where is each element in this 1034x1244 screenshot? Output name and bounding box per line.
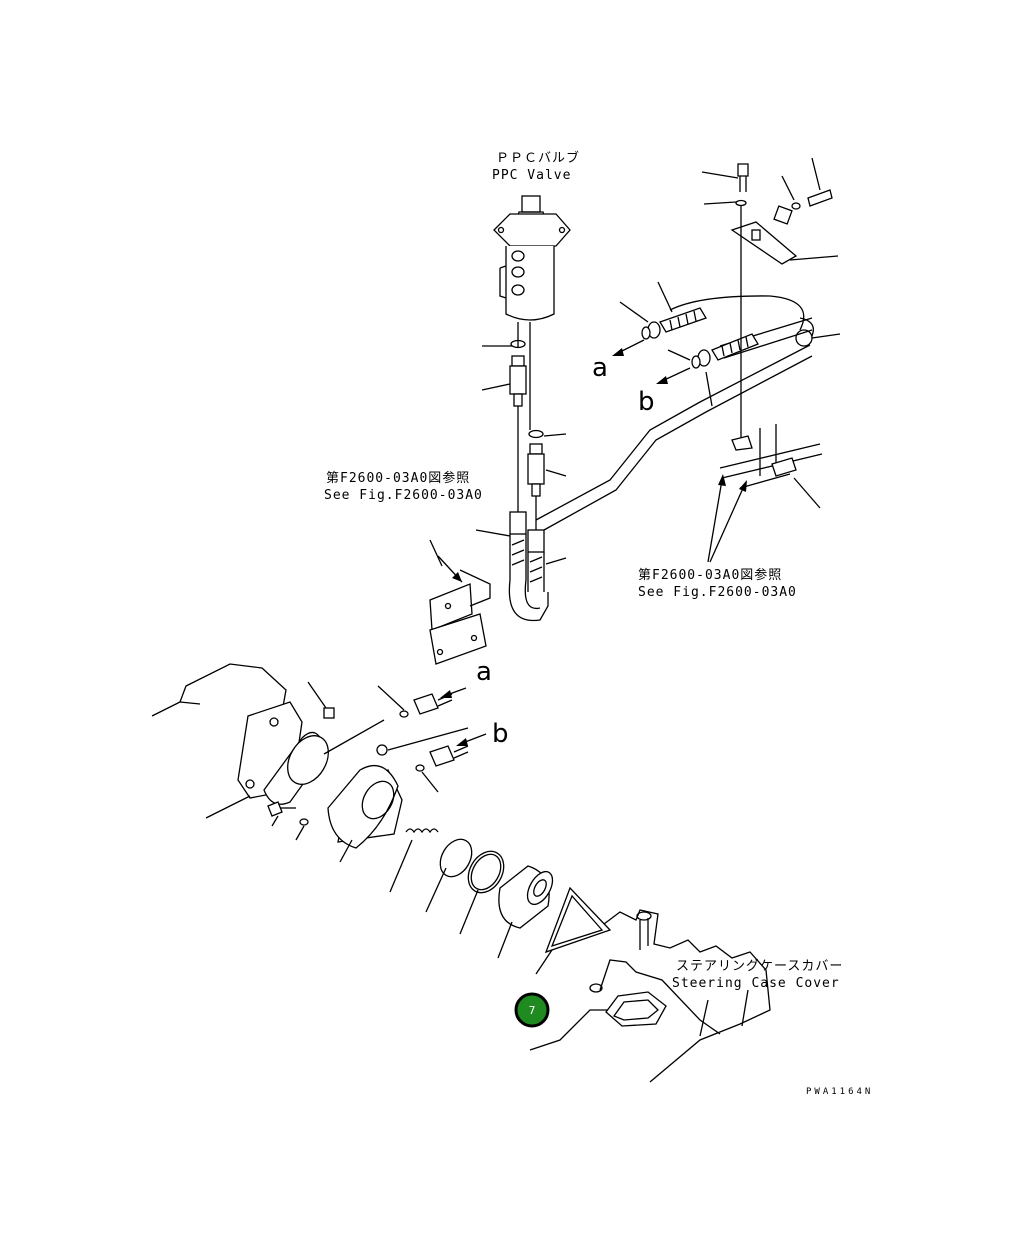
lower-assembly [151,663,771,1083]
port-a-lower-label: a [476,657,492,687]
ppc-valve-label-jp: ＰＰＣバルブ [496,150,580,166]
steering-case-label-en: Steering Case Cover [672,976,840,991]
ref-right-label-jp: 第F2600-03A0図参照 [638,567,782,583]
valve-hoses [509,322,545,592]
port-b-upper-label: b [638,387,655,417]
steering-case-label-jp: ステアリングケースカバー [676,959,843,974]
bracket-hardware [719,163,833,489]
ppc-valve [493,195,571,321]
ref-left-label-jp: 第F2600-03A0図参照 [326,470,470,486]
ppc-valve-label-en: PPC Valve [492,168,571,183]
leader-lines [205,157,841,1037]
ref-right-label-en: See Fig.F2600-03A0 [638,585,797,600]
badge-circle[interactable] [514,992,550,1028]
ref-left-label-en: See Fig.F2600-03A0 [324,488,483,503]
left-bracket [429,569,491,665]
upper-fittings [641,307,759,369]
port-b-lower-label: b [492,719,509,749]
badge-number: 7 [529,1004,536,1017]
part-number-badge[interactable]: 7 [514,992,550,1028]
arrows [437,339,747,746]
drawing-code: PWA1164N [806,1087,873,1097]
port-a-upper-label: a [592,353,608,383]
